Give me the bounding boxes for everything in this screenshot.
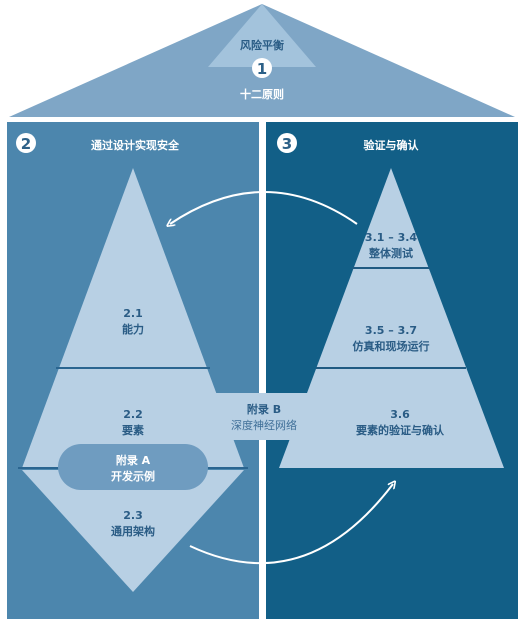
section-3-1-id: 3.1 – 3.4 [365,231,417,244]
feedback-arrow-top [170,191,358,224]
left-upper-triangle [22,168,244,468]
section-3-6-label: 要素的验证与确认 [356,423,445,437]
roof-number: 1 [257,60,267,78]
roof-number-badge [252,58,272,78]
section-3-1-label: 整体测试 [368,246,413,260]
left-panel: 2 通过设计实现安全 2.1 能力 2.2 要素 2.3 通用架构 附录 A 开… [7,122,259,619]
left-number: 2 [21,135,31,153]
section-2-1-label: 能力 [122,322,144,336]
right-pyramid [279,168,504,468]
section-2-3-label: 通用架构 [111,524,155,538]
section-3-5-id: 3.5 – 3.7 [365,324,417,337]
appendix-b-title: 附录 B [247,402,281,416]
section-2-3-id: 2.3 [123,509,143,522]
section-2-2-id: 2.2 [123,408,143,421]
appendix-a-subtitle: 开发示例 [111,469,155,483]
section-3-5-label: 仿真和现场运行 [353,339,430,353]
appendix-a-title: 附录 A [116,453,151,467]
right-number: 3 [282,135,292,153]
roof-top-triangle [208,4,316,67]
appendix-b: 附录 B 深度神经网络 [188,393,340,440]
roof: 风险平衡 1 十二原则 [9,4,515,117]
section-2-1-id: 2.1 [123,307,143,320]
feedback-arrow-bottom [189,484,393,565]
left-number-badge [16,133,36,153]
appendix-b-pill [188,393,340,440]
right-number-badge [277,133,297,153]
section-3-6-id: 3.6 [390,408,410,421]
section-2-2-label: 要素 [122,423,144,437]
roof-label: 十二原则 [240,87,284,101]
right-panel-title: 验证与确认 [364,138,420,152]
roof-top-label: 风险平衡 [240,38,284,52]
left-panel-title: 通过设计实现安全 [91,138,180,152]
appendix-a-pill [58,444,208,490]
right-panel: 3 验证与确认 3.1 – 3.4 整体测试 3.5 – 3.7 仿真和现场运行… [266,122,518,619]
left-lower-triangle [22,470,244,592]
appendix-b-subtitle: 深度神经网络 [231,418,297,432]
